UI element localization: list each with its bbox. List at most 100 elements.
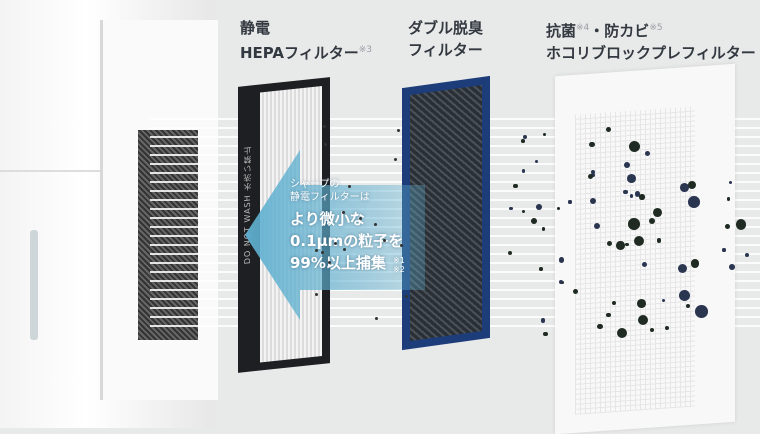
label-prefilter-line1a: 抗菌	[546, 22, 577, 40]
particle-small	[342, 248, 346, 252]
particle-small	[393, 158, 397, 162]
particle	[636, 299, 646, 309]
particle	[656, 238, 661, 243]
particle	[591, 170, 596, 175]
particle	[677, 263, 688, 273]
particle	[735, 219, 746, 230]
particle-small	[315, 293, 319, 297]
particle	[637, 315, 648, 326]
particle-small	[334, 242, 338, 246]
label-prefilter-note2: ※5	[649, 23, 663, 33]
particle	[568, 200, 572, 204]
arrow-notes: ※1 ※2	[393, 256, 405, 274]
particle	[628, 218, 640, 230]
particle	[687, 181, 697, 190]
label-hepa-note: ※3	[358, 45, 373, 55]
particle	[629, 141, 641, 153]
particle-small	[400, 244, 404, 248]
particle	[543, 132, 547, 137]
particle	[616, 328, 627, 339]
particle	[508, 206, 513, 211]
particle	[536, 204, 542, 211]
particle-small	[382, 239, 386, 243]
particle	[541, 226, 546, 231]
particle	[627, 174, 636, 184]
particle	[624, 162, 631, 168]
particle	[559, 280, 564, 285]
arrow-shape	[245, 150, 425, 320]
label-prefilter-line1b: ・防カビ	[589, 22, 650, 40]
particle	[522, 209, 526, 214]
particle	[725, 223, 731, 229]
particle	[630, 194, 634, 198]
particle	[680, 183, 690, 192]
label-hepa-line2: HEPAフィルター	[240, 44, 359, 62]
particle	[623, 189, 628, 195]
particle	[606, 240, 612, 246]
particle-small	[323, 142, 327, 146]
particle-small	[348, 184, 352, 188]
arrow-small-1: シャープの	[290, 179, 340, 190]
particle	[634, 235, 645, 246]
particle	[726, 197, 731, 202]
particle	[522, 135, 528, 140]
particle	[558, 256, 565, 263]
capture-arrow	[245, 150, 425, 320]
arrow-big-1: より微小な	[290, 210, 365, 228]
particle	[695, 305, 709, 318]
particle	[679, 290, 690, 302]
prefilter-mesh	[575, 106, 695, 415]
particle	[606, 312, 612, 318]
particle	[634, 191, 641, 197]
particle	[644, 151, 651, 157]
particle	[661, 299, 666, 303]
particle	[540, 318, 546, 324]
particle	[521, 139, 525, 143]
label-deodorize: ダブル脱臭 フィルター	[408, 17, 483, 61]
particle	[688, 195, 700, 208]
particle	[556, 206, 560, 210]
particle	[690, 259, 699, 268]
label-hepa-line1: 静電	[240, 19, 271, 37]
particle	[639, 194, 645, 200]
particle-small	[342, 211, 346, 215]
particle-small	[320, 251, 324, 255]
particle	[539, 267, 543, 271]
particle	[616, 241, 625, 250]
label-deodorize-line2: フィルター	[408, 41, 483, 59]
purifier-seam	[0, 170, 100, 172]
particle	[641, 261, 647, 268]
particle	[594, 223, 601, 230]
label-prefilter-note1: ※4	[576, 23, 590, 33]
arrow-big-3: 99%以上捕集	[290, 254, 386, 272]
particle	[611, 301, 617, 306]
particle	[507, 251, 512, 256]
particle	[534, 159, 538, 163]
particle-small	[375, 317, 379, 321]
particle	[572, 289, 578, 295]
particle	[530, 218, 537, 225]
particle-small	[374, 223, 378, 227]
arrow-small-2: 静電フィルターは	[290, 192, 370, 203]
particle-small	[358, 216, 362, 220]
particle	[625, 242, 629, 247]
particle	[605, 126, 611, 133]
label-prefilter: 抗菌※4・防カビ※5 ホコリブロックプレフィルター	[546, 17, 756, 64]
particle-small	[315, 248, 319, 252]
arrow-big-2: 0.1µmの粒子を	[290, 232, 404, 250]
particle	[650, 327, 655, 332]
particle	[589, 141, 596, 148]
particle	[664, 325, 670, 330]
particle	[722, 248, 726, 252]
purifier-indicator	[30, 230, 38, 340]
prefilter-panel	[555, 63, 735, 434]
particle	[513, 183, 518, 189]
particle	[587, 173, 594, 179]
label-hepa: 静電 HEPAフィルター※3	[240, 17, 372, 64]
particle	[745, 252, 750, 257]
particle	[729, 264, 735, 270]
particle	[652, 208, 662, 217]
label-deodorize-line1: ダブル脱臭	[408, 19, 484, 37]
particle-small	[323, 125, 327, 129]
particle	[728, 180, 732, 184]
